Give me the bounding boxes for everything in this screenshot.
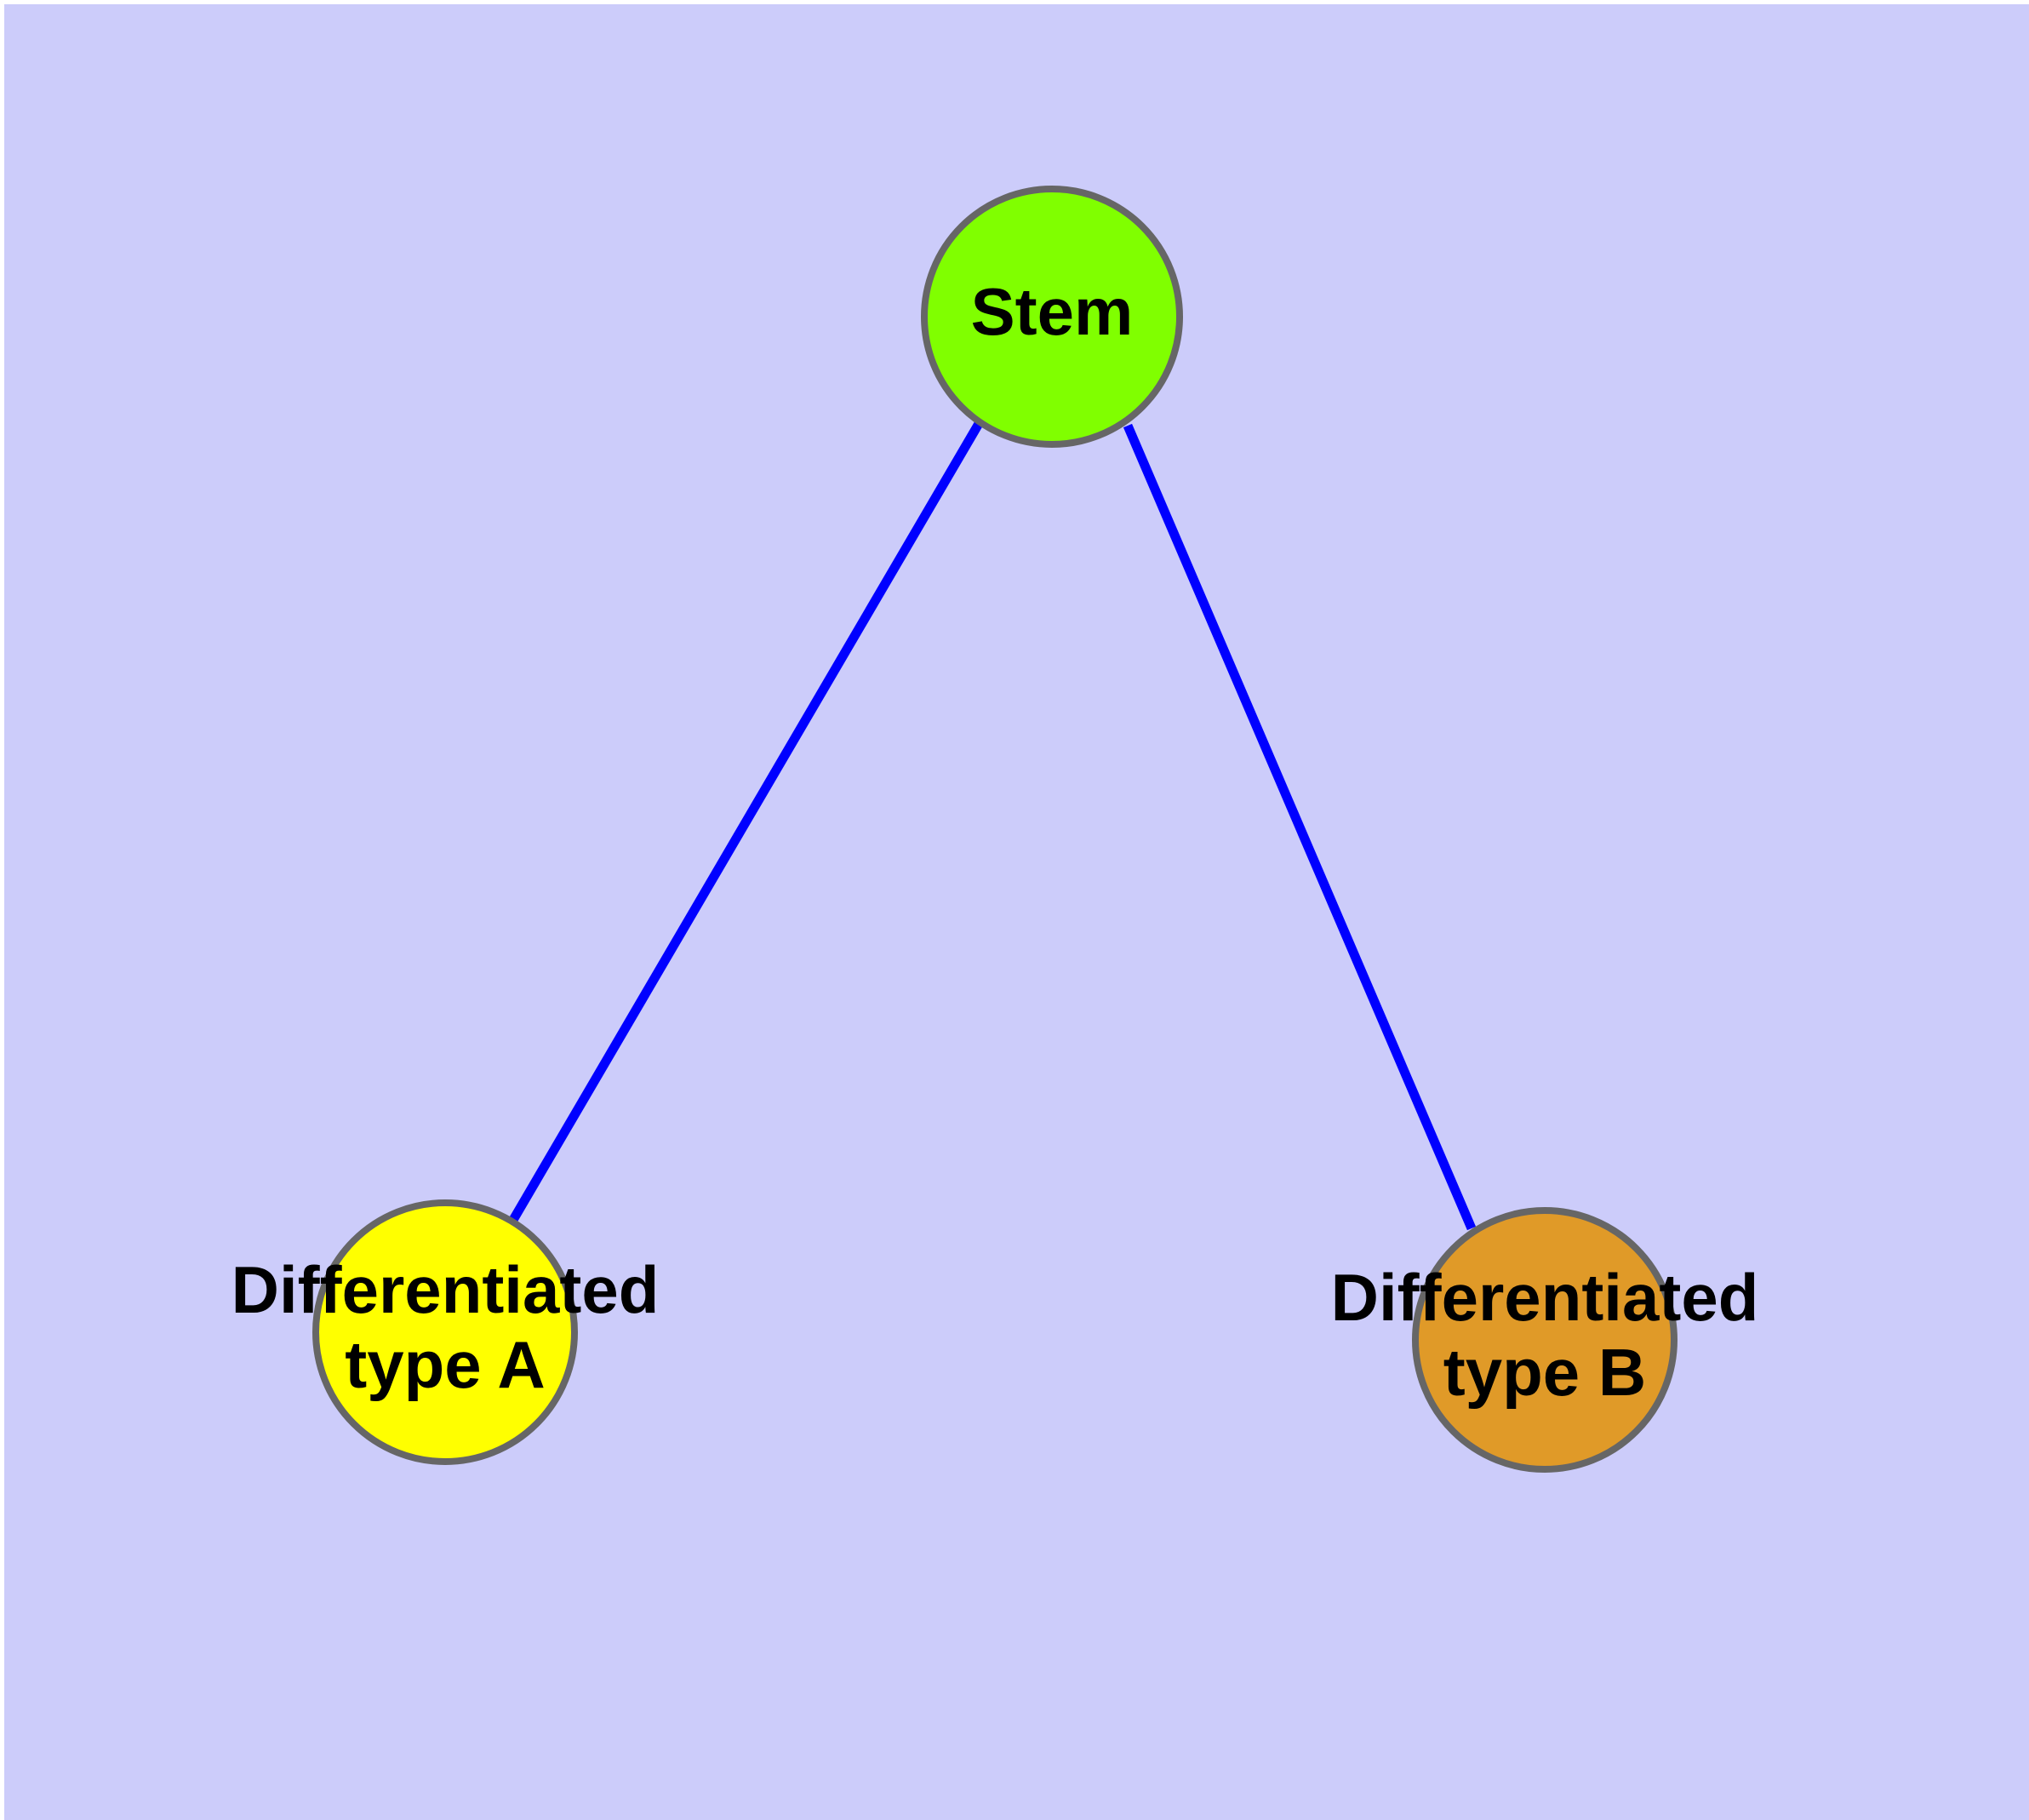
edge-stem-to-differentiated-type-a[interactable] — [509, 420, 984, 1222]
node-differentiated-type-b-circle[interactable] — [1412, 1207, 1677, 1473]
node-stem[interactable] — [921, 186, 1183, 448]
node-differentiated-type-a-circle[interactable] — [312, 1199, 578, 1465]
node-differentiated-type-b[interactable] — [1412, 1207, 1677, 1473]
edge-stem-to-differentiated-type-b[interactable] — [1123, 423, 1477, 1231]
node-differentiated-type-a[interactable] — [312, 1199, 578, 1465]
edges-layer — [509, 420, 1477, 1231]
nodes-layer — [312, 186, 1677, 1473]
node-stem-circle[interactable] — [921, 186, 1183, 448]
